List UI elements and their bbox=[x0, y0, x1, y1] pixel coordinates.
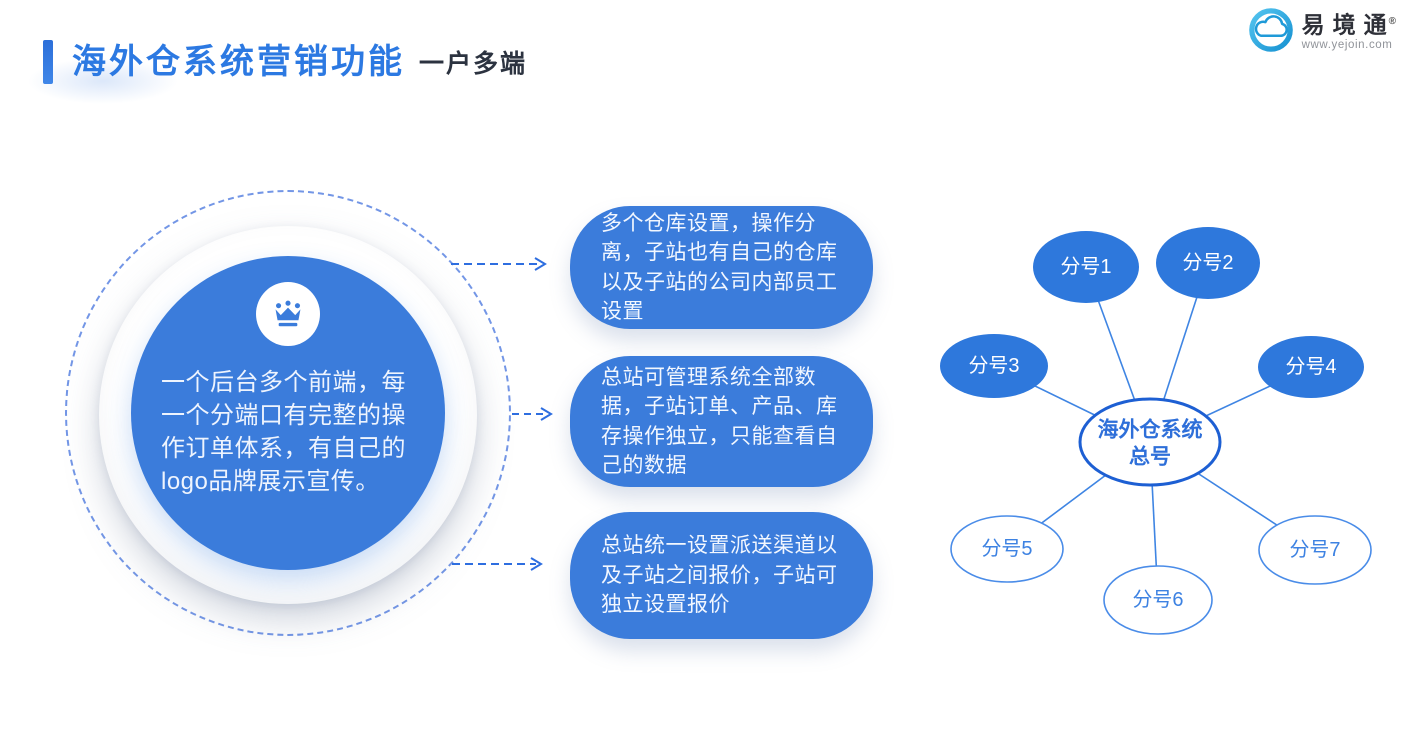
node-label: 分号1 bbox=[1060, 255, 1111, 278]
network-center-node: 海外仓系统 总号 bbox=[1078, 397, 1222, 487]
hub-dashed-ring bbox=[65, 190, 511, 636]
network-node-4: 分号4 bbox=[1258, 336, 1364, 398]
logo-brand-name: 易境通 bbox=[1301, 11, 1395, 38]
arrow-to-feature-2 bbox=[512, 407, 553, 421]
node-label: 分号2 bbox=[1182, 251, 1233, 274]
feature-box-data: 总站可管理系统全部数据，子站订单、产品、库存操作独立，只能查看自己的数据 bbox=[570, 356, 873, 487]
node-label: 分号3 bbox=[968, 354, 1019, 377]
node-label: 分号5 bbox=[981, 537, 1032, 560]
page-subtitle: 一户多端 bbox=[419, 50, 528, 78]
feature-text: 总站统一设置派送渠道以及子站之间报价，子站可独立设置报价 bbox=[601, 534, 838, 617]
feature-text: 总站可管理系统全部数据，子站订单、产品、库存操作独立，只能查看自己的数据 bbox=[601, 365, 838, 478]
network-node-6: 分号6 bbox=[1103, 565, 1213, 635]
node-label: 分号7 bbox=[1289, 538, 1340, 561]
network-node-1: 分号1 bbox=[1033, 231, 1139, 303]
network-node-7: 分号7 bbox=[1258, 515, 1372, 585]
page-title: 海外仓系统营销功能 bbox=[72, 43, 405, 81]
arrow-to-feature-3 bbox=[452, 557, 543, 571]
header: 海外仓系统营销功能 一户多端 bbox=[43, 40, 527, 88]
arrow-to-feature-1 bbox=[451, 257, 547, 271]
network-node-2: 分号2 bbox=[1156, 227, 1260, 299]
cloud-logo-icon bbox=[1248, 8, 1293, 52]
feature-box-pricing: 总站统一设置派送渠道以及子站之间报价，子站可独立设置报价 bbox=[570, 512, 873, 639]
logo-text: 易境通® www.yejoin.com bbox=[1302, 9, 1396, 51]
node-label: 分号4 bbox=[1285, 355, 1336, 378]
node-label: 分号6 bbox=[1132, 588, 1183, 611]
logo-brand: 易境通® bbox=[1302, 9, 1396, 38]
header-glow bbox=[28, 58, 178, 104]
center-label-line1: 海外仓系统 bbox=[1098, 418, 1203, 442]
feature-box-warehouses: 多个仓库设置，操作分离，子站也有自己的仓库以及子站的公司内部员工设置 bbox=[570, 206, 873, 329]
brand-logo: 易境通® www.yejoin.com bbox=[1248, 7, 1396, 53]
hub-circle: 一个后台多个前端，每一个分端口有完整的操作订单体系，有自己的logo品牌展示宣传… bbox=[131, 256, 445, 570]
network-node-3: 分号3 bbox=[940, 334, 1048, 398]
logo-website: www.yejoin.com bbox=[1301, 38, 1393, 51]
center-label-line2: 总号 bbox=[1129, 445, 1171, 469]
registered-mark: ® bbox=[1388, 16, 1396, 28]
title-accent-bar bbox=[43, 40, 53, 84]
network-node-5: 分号5 bbox=[950, 515, 1064, 583]
crown-icon bbox=[256, 282, 320, 346]
feature-text: 多个仓库设置，操作分离，子站也有自己的仓库以及子站的公司内部员工设置 bbox=[601, 211, 838, 324]
network-diagram: 分号1 分号2 分号3 分号4 分号5 分号6 分号7 海外仓系统 bbox=[940, 227, 1372, 635]
hub-description: 一个后台多个前端，每一个分端口有完整的操作订单体系，有自己的logo品牌展示宣传… bbox=[161, 369, 406, 495]
